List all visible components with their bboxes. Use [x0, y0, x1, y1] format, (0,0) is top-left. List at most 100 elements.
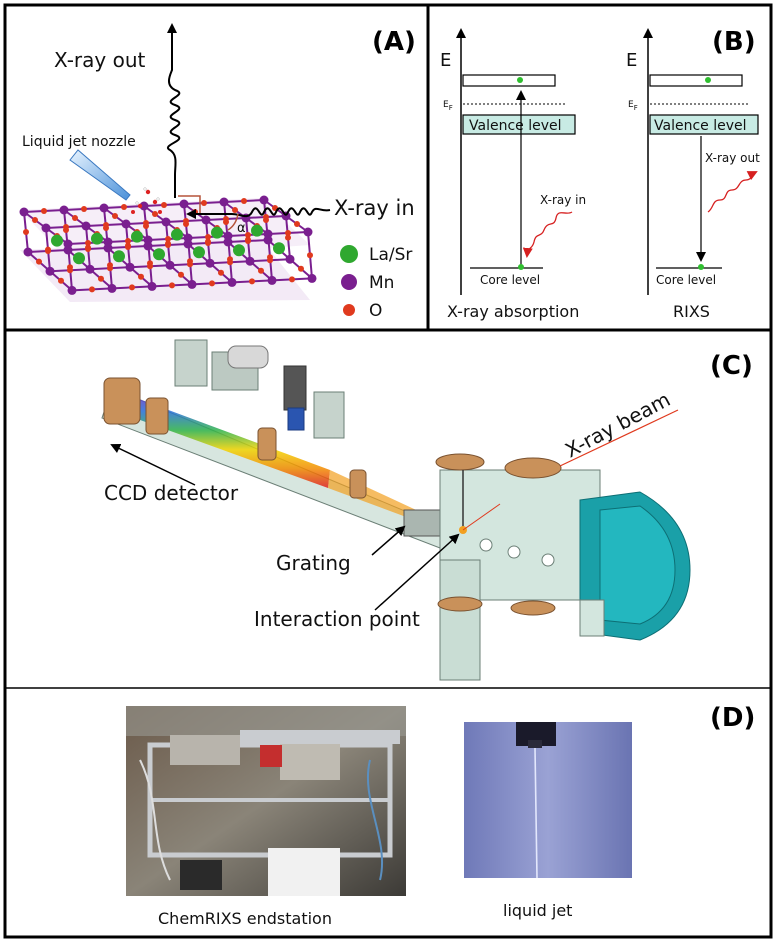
- oxygen-atom: [45, 246, 51, 253]
- absorption-xray-in-label: X-ray in: [540, 193, 586, 207]
- oxygen-atom: [125, 242, 131, 249]
- oxygen-atom: [183, 221, 189, 227]
- jet-caption: liquid jet: [503, 901, 572, 920]
- oxygen-atom: [285, 230, 291, 236]
- legend-lasr-swatch: [340, 245, 358, 263]
- liquid-jet-photo: [464, 722, 632, 879]
- mn-atom: [205, 258, 215, 268]
- oxygen-atom: [121, 204, 127, 210]
- oxygen-atom: [218, 269, 224, 276]
- oxygen-atom: [138, 273, 144, 280]
- mn-atom: [99, 203, 109, 213]
- rixs-valence-label: Valence level: [654, 118, 747, 134]
- rixs-valence-box: [649, 114, 759, 135]
- rixs-core-electron: [698, 264, 704, 270]
- oxygen-atom: [205, 238, 211, 245]
- legend-lasr-label: La/Sr: [369, 245, 412, 265]
- mn-atom: [59, 205, 69, 215]
- oxygen-atom: [147, 260, 153, 267]
- legend-mn-label: Mn: [369, 273, 394, 293]
- xray-out-label: X-ray out: [54, 48, 146, 72]
- mn-atom: [19, 207, 29, 217]
- rixs-caption: RIXS: [673, 302, 710, 321]
- oxygen-atom: [85, 244, 91, 251]
- ccd-label: CCD detector: [104, 481, 239, 505]
- rixs-ef-label: EF: [628, 100, 638, 112]
- oxygen-atom: [201, 200, 207, 206]
- oxygen-atom: [205, 234, 211, 240]
- la-sr-atom: [171, 228, 183, 241]
- alpha-arc: [227, 213, 239, 231]
- xray-out-wave: [166, 23, 181, 198]
- panel-b: (B) E EF Valence level Core level X-ray …: [440, 27, 760, 321]
- mn-atom: [227, 277, 237, 287]
- absorption-core-hole: [518, 264, 524, 270]
- mn-atom: [179, 199, 189, 209]
- oxygen-atom: [103, 225, 109, 231]
- oxygen-atom: [165, 240, 171, 247]
- la-sr-atom: [153, 248, 165, 261]
- rixs-empty-state: [649, 74, 743, 87]
- panel-a-letter: (A): [372, 27, 416, 57]
- panel-b-letter: (B): [712, 27, 756, 57]
- oxygen-atom: [58, 277, 64, 284]
- absorption-empty-state: [462, 74, 556, 87]
- mn-atom: [125, 262, 135, 272]
- mn-atom: [267, 275, 277, 285]
- absorption-xray-in-wave: [522, 211, 573, 258]
- panel-d: (D) ChemRIXS endstation liquid jet: [126, 703, 755, 928]
- oxygen-atom: [209, 280, 215, 287]
- mn-atom: [103, 243, 113, 253]
- mn-atom: [219, 197, 229, 207]
- panel-frames: [3, 3, 773, 939]
- oxygen-atom: [232, 207, 238, 213]
- oxygen-atom: [32, 217, 38, 223]
- oxygen-atom: [89, 286, 95, 293]
- oxygen-atom: [152, 211, 158, 217]
- la-sr-atom: [91, 232, 103, 245]
- mn-atom: [263, 235, 273, 245]
- ccd-flange: [103, 377, 141, 425]
- rixs-excited-electron: [705, 77, 711, 83]
- mn-atom: [259, 195, 269, 205]
- mn-atom: [303, 227, 313, 237]
- alpha-label: α: [237, 221, 246, 236]
- oxygen-atom: [294, 221, 300, 227]
- xray-in-wave: [186, 207, 331, 219]
- oxygen-atom: [267, 254, 273, 261]
- xray-beam-label: X-ray beam: [561, 387, 674, 462]
- legend-o-label: O: [369, 301, 382, 321]
- interaction-pointer: [374, 533, 460, 611]
- reflection-corner: [178, 195, 201, 215]
- mn-atom: [121, 219, 131, 229]
- mn-atom: [41, 223, 51, 233]
- la-sr-atom: [211, 226, 223, 239]
- la-sr-atom: [193, 246, 205, 259]
- grating-box: [403, 509, 441, 537]
- spectrometer-arm: [101, 339, 455, 549]
- panel-c-letter: (C): [710, 351, 753, 381]
- oxygen-atom: [249, 278, 255, 285]
- la-sr-atom: [251, 224, 263, 237]
- oxygen-atom: [112, 213, 118, 219]
- oxygen-atom: [245, 232, 251, 238]
- oxygen-atom: [63, 227, 69, 233]
- mn-atom: [201, 215, 211, 225]
- oxygen-atom: [98, 275, 104, 282]
- absorption-core-label: Core level: [480, 273, 540, 287]
- absorption-e-label: E: [440, 50, 451, 71]
- mn-atom: [63, 245, 73, 255]
- oxygen-atom: [23, 229, 29, 235]
- mn-atom: [245, 256, 255, 266]
- xray-beam-line: [559, 409, 679, 467]
- oxygen-atom: [72, 215, 78, 221]
- mn-atom: [85, 264, 95, 274]
- legend-mn-swatch: [341, 274, 357, 290]
- endstation-caption: ChemRIXS endstation: [158, 909, 332, 928]
- oxygen-atom: [245, 236, 251, 243]
- rixs-xray-out-wave: [707, 171, 758, 213]
- grating-label: Grating: [276, 551, 351, 575]
- oxygen-atom: [161, 202, 167, 208]
